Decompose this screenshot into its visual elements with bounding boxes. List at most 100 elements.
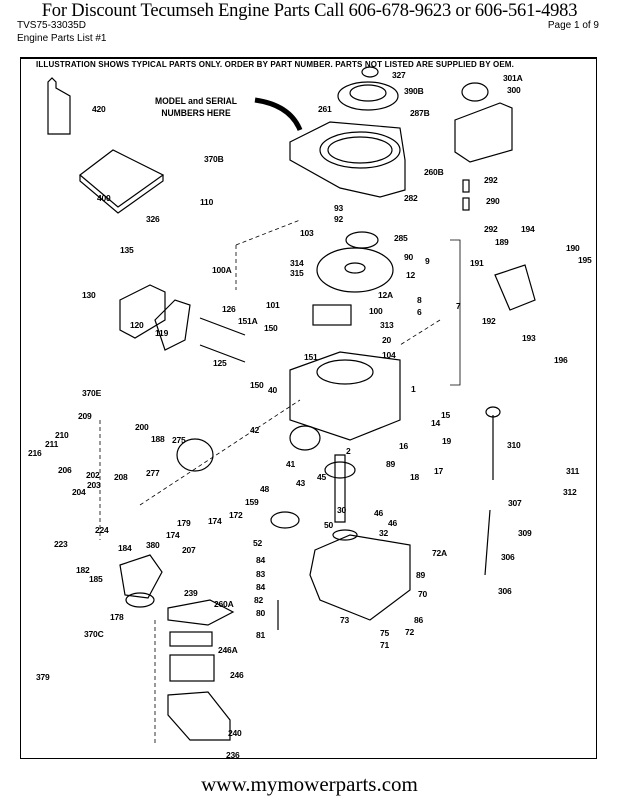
footer-url[interactable]: www.mymowerparts.com xyxy=(201,772,418,796)
page-indicator: Page 1 of 9 xyxy=(547,20,599,31)
part-label: 120 xyxy=(130,320,144,330)
part-label: 32 xyxy=(379,528,389,538)
part-label: 7 xyxy=(456,301,461,311)
part-label: 196 xyxy=(554,355,568,365)
part-label: 240 xyxy=(228,728,242,738)
part-label: 179 xyxy=(177,518,191,528)
part-label: 45 xyxy=(317,472,327,482)
part-label: 185 xyxy=(89,574,103,584)
part-label: 81 xyxy=(256,630,266,640)
part-label: 18 xyxy=(410,472,420,482)
part-label: 14 xyxy=(431,418,441,428)
part-label: 73 xyxy=(340,615,350,625)
part-label: 83 xyxy=(256,569,266,579)
cylinder-head xyxy=(119,284,166,339)
part-label: 246A xyxy=(218,645,238,655)
part-label: 174 xyxy=(166,530,180,540)
part-label: 126 xyxy=(222,304,236,314)
part-label: 370E xyxy=(82,388,102,398)
carburetor xyxy=(119,554,163,599)
part-label: 239 xyxy=(184,588,198,598)
part-label: 84 xyxy=(256,555,266,565)
part-label: 310 xyxy=(507,440,521,450)
engine-block xyxy=(289,351,401,441)
part-label: 260A xyxy=(214,599,234,609)
part-label: 390B xyxy=(404,86,424,96)
part-label: 261 xyxy=(318,104,332,114)
part-label: 193 xyxy=(522,333,536,343)
part-label: 12A xyxy=(378,290,393,300)
part-label: 208 xyxy=(114,472,128,482)
part-label: 380 xyxy=(146,540,160,550)
part-label: 17 xyxy=(434,466,444,476)
part-label: 50 xyxy=(324,520,334,530)
part-label: 1 xyxy=(411,384,416,394)
part-label: 182 xyxy=(76,565,90,575)
part-label: 90 xyxy=(404,252,414,262)
part-label: 203 xyxy=(87,480,101,490)
part-label: 151 xyxy=(304,352,318,362)
part-label: 159 xyxy=(245,497,259,507)
blower-housing xyxy=(289,121,406,198)
part-label: 101 xyxy=(266,300,280,310)
crankshaft xyxy=(334,454,346,523)
part-label: 70 xyxy=(418,589,428,599)
oil-pan xyxy=(309,534,411,621)
diagram-frame xyxy=(20,57,597,759)
part-label: 312 xyxy=(563,487,577,497)
part-label: 46 xyxy=(388,518,398,528)
part-label: 202 xyxy=(86,470,100,480)
part-label: 82 xyxy=(254,595,264,605)
part-label: 195 xyxy=(578,255,592,265)
part-label: 420 xyxy=(92,104,106,114)
part-label: 72 xyxy=(405,627,415,637)
air-cleaner-cover xyxy=(167,599,235,626)
part-label: 80 xyxy=(256,608,266,618)
part-label: 119 xyxy=(155,328,169,338)
model-number: TVS75-33035D xyxy=(17,20,86,31)
part-label: 40 xyxy=(268,385,278,395)
part-label: 75 xyxy=(380,628,390,638)
part-label: 6 xyxy=(417,307,422,317)
part-label: 15 xyxy=(441,410,451,420)
oil-bottle xyxy=(47,77,71,135)
parts-list-title: Engine Parts List #1 xyxy=(17,33,107,44)
part-label: 209 xyxy=(78,411,92,421)
part-label: 210 xyxy=(55,430,69,440)
part-label: 184 xyxy=(118,543,132,553)
recoil-starter xyxy=(337,81,399,111)
part-label: 16 xyxy=(399,441,409,451)
part-label: 194 xyxy=(521,224,535,234)
ignition-module xyxy=(312,304,352,326)
part-label: 236 xyxy=(226,750,240,760)
part-label: 72A xyxy=(432,548,447,558)
part-label: 301A xyxy=(503,73,523,83)
part-label: 207 xyxy=(182,545,196,555)
part-label: 9 xyxy=(425,256,430,266)
muffler xyxy=(176,438,214,472)
part-label: 30 xyxy=(337,505,347,515)
part-label: 246 xyxy=(230,670,244,680)
part-label: 292 xyxy=(484,224,498,234)
part-label: 287B xyxy=(410,108,430,118)
diagram-banner: ILLUSTRATION SHOWS TYPICAL PARTS ONLY. O… xyxy=(36,60,514,69)
part-label: 216 xyxy=(28,448,42,458)
part-label: 92 xyxy=(334,214,344,224)
model-arrow xyxy=(254,97,303,132)
part-label: 12 xyxy=(406,270,416,280)
part-label: 188 xyxy=(151,434,165,444)
part-label: 110 xyxy=(200,197,214,207)
part-label: 306 xyxy=(498,586,512,596)
air-filter xyxy=(169,631,213,647)
gasket-set xyxy=(79,149,165,208)
part-label: 204 xyxy=(72,487,86,497)
part-label: 84 xyxy=(256,582,266,592)
part-label: 327 xyxy=(392,70,406,80)
part-label: 103 xyxy=(300,228,314,238)
part-label: 8 xyxy=(417,295,422,305)
part-label: 192 xyxy=(482,316,496,326)
part-label: 311 xyxy=(566,466,580,476)
part-label: 190 xyxy=(566,243,580,253)
part-label: 370B xyxy=(204,154,224,164)
part-label: 2 xyxy=(346,446,351,456)
